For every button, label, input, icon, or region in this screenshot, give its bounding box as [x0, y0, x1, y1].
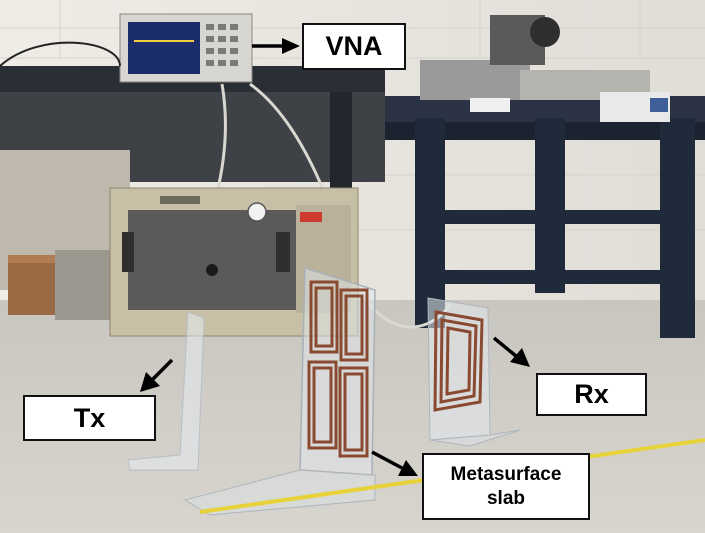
chamber-door-panel	[128, 210, 298, 310]
metasurface-coil-array	[307, 280, 369, 458]
rx-coil	[433, 310, 484, 412]
vna-label-text: VNA	[325, 31, 383, 61]
black-cable	[0, 41, 121, 67]
metasurface-label-line1: Metasurface	[450, 463, 562, 485]
chamber-handle-left	[122, 232, 134, 272]
metasurface-base	[183, 469, 376, 516]
tx-label-text: Tx	[73, 402, 106, 433]
chamber-port	[206, 264, 218, 276]
vna-label: VNA	[302, 23, 406, 70]
metasurface-slab-label: Metasurface slab	[422, 453, 590, 520]
blue-label-box	[650, 98, 668, 112]
rx-label-text: Rx	[574, 379, 609, 409]
tx-label: Tx	[23, 395, 156, 441]
chamber-brand-plate	[160, 196, 200, 204]
chamber-label-plate	[300, 212, 322, 222]
vna-screen-trace	[134, 40, 194, 42]
rx-label: Rx	[536, 373, 647, 416]
tx-acrylic-stand	[127, 311, 205, 471]
stage-equipment	[420, 60, 530, 100]
microscope-lens	[530, 17, 560, 47]
metasurface-label-line2: slab	[486, 487, 526, 509]
rx-stand-base	[429, 429, 521, 447]
pressure-gauge	[247, 202, 267, 222]
wooden-box	[8, 260, 58, 315]
optical-table-frame	[415, 118, 695, 338]
chamber-handle-right	[276, 232, 290, 272]
wooden-box-top	[8, 255, 63, 263]
small-box	[470, 98, 510, 112]
vna-button-grid	[206, 24, 238, 66]
left-cart	[55, 250, 115, 320]
vna-screen	[128, 22, 200, 74]
annotation-arrows	[140, 38, 530, 476]
